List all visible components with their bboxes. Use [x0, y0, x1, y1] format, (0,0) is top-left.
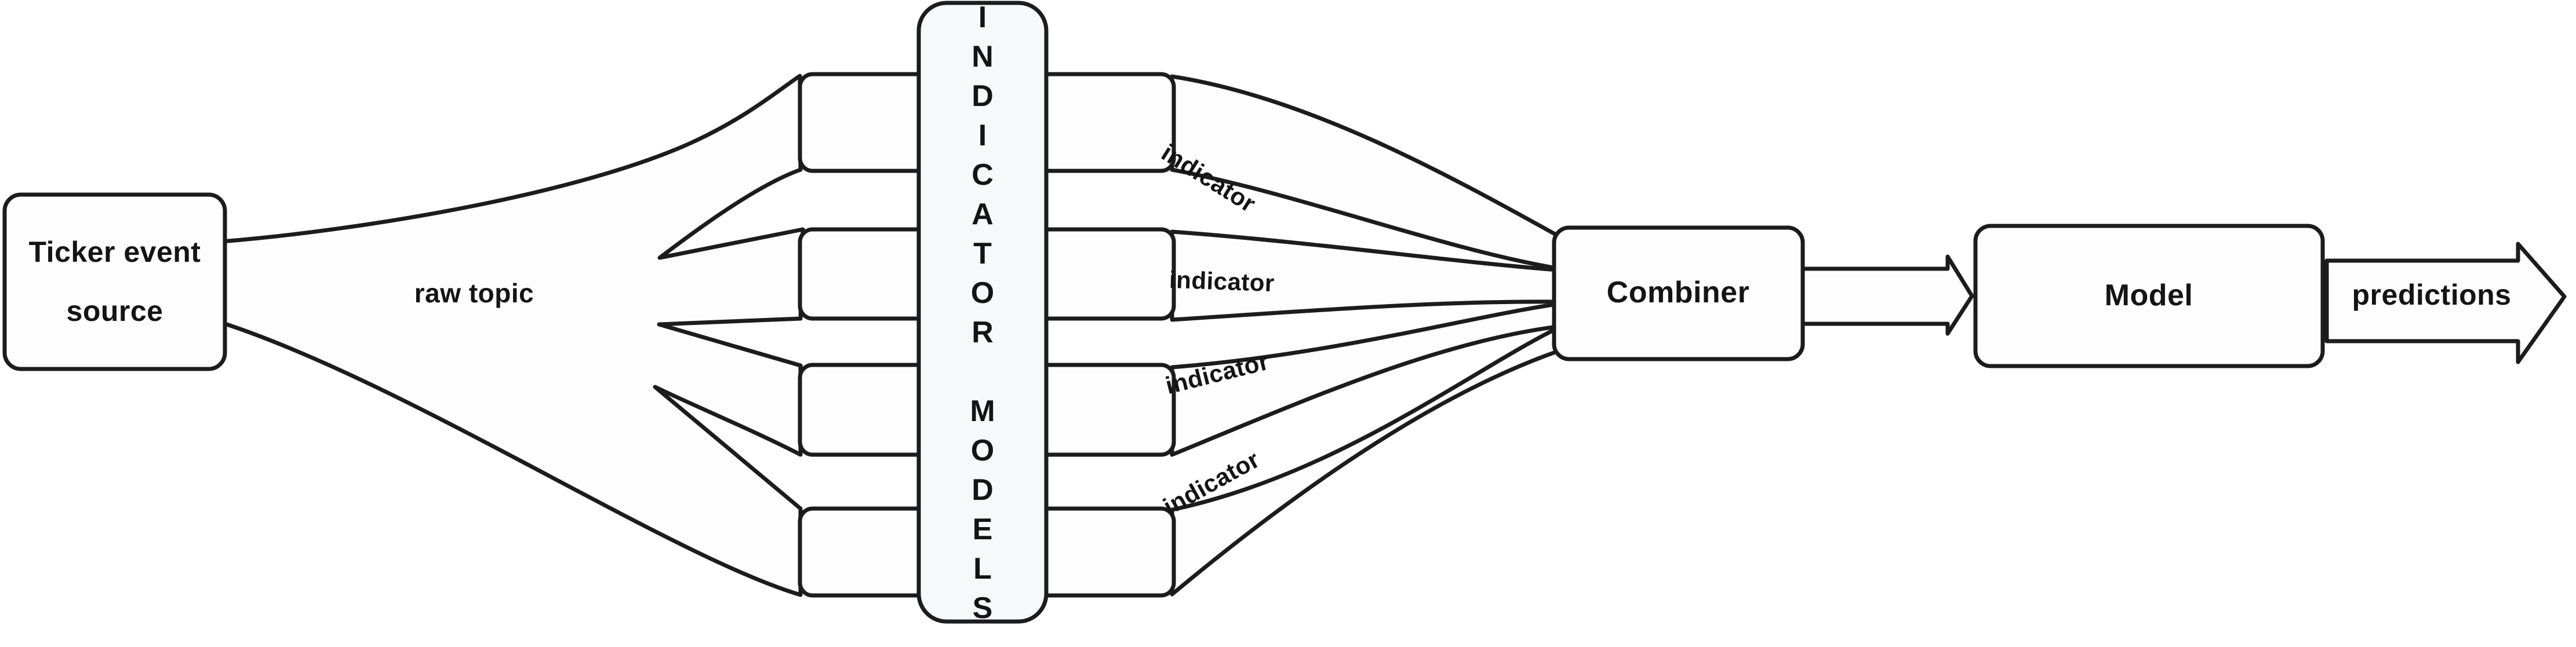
predictions-label: predictions [2352, 279, 2512, 311]
raw-topic-funnel [219, 74, 805, 597]
combiner-label: Combiner [1606, 276, 1750, 309]
model-label: Model [2104, 279, 2193, 312]
combiner-box [1552, 225, 1805, 361]
ticker-event-source-label: Ticker event source [29, 237, 201, 326]
ticker-event-source-box [2, 192, 227, 371]
indicator-models-bar [916, 1, 1049, 624]
model-box [1973, 224, 2325, 368]
ticker-label-line-2: source [66, 295, 163, 327]
raw-topic-label: raw topic [414, 278, 534, 308]
ticker-label-line-1: Ticker event [28, 236, 201, 268]
predictions-arrow [2324, 242, 2567, 364]
indicator-models-vertical-label: INDICATOR MODELS [966, 1, 999, 631]
indicator-label-2: indicator [1169, 265, 1275, 297]
combiner-to-model-arrow [1797, 254, 1974, 336]
